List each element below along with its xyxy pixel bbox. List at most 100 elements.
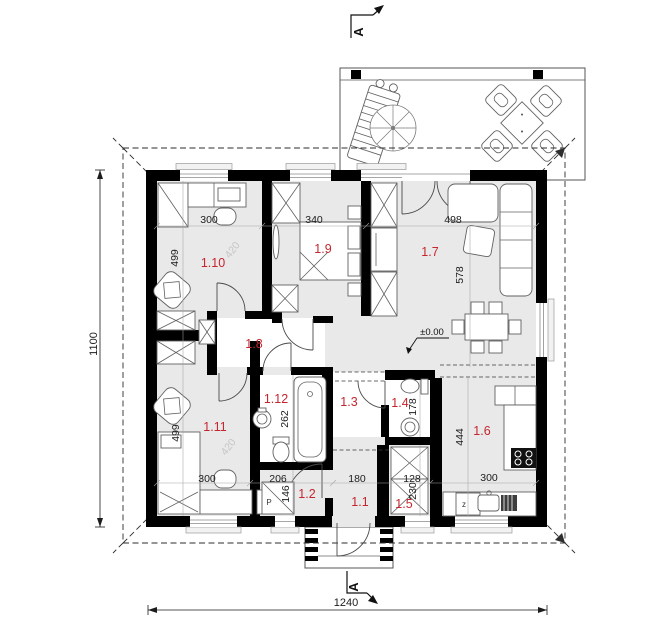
room-label-1-8: 1.8: [245, 337, 262, 351]
window-room-1-11: [185, 516, 242, 534]
room-1-12-fixtures: [252, 376, 327, 463]
room-label-1-9: 1.9: [314, 242, 331, 256]
nightstand-icon: [347, 205, 362, 220]
umbrella-icon: [369, 104, 417, 152]
dining-set-icon: [451, 301, 522, 354]
kitchen-cabinet-icon: [494, 385, 537, 406]
toilet-icon: [400, 378, 420, 394]
armchair-icon: [153, 271, 191, 309]
front-door-opening: [332, 516, 375, 557]
windows: [175, 163, 555, 557]
dim-206: 206: [269, 473, 287, 485]
room-label-1-3: 1.3: [340, 395, 357, 409]
room-1-9-furniture: [271, 182, 362, 313]
dim-444: 444: [454, 428, 466, 446]
room-label-1-7: 1.7: [421, 245, 438, 259]
room-label-1-6: 1.6: [473, 424, 490, 438]
pillow-icon: [347, 252, 361, 277]
wardrobe-icon: [271, 182, 301, 224]
roof-slope-arrow-top: [555, 148, 565, 158]
dimension-line-width: [147, 605, 548, 615]
section-marker-top: [350, 5, 384, 38]
window-room-1-2: [270, 516, 300, 534]
roof-slope-arrow-bottom: [555, 533, 565, 543]
dim-499-top: 499: [169, 249, 181, 267]
coffee-table-icon: [462, 224, 496, 258]
window-room-1-9: [285, 163, 336, 181]
room-1-11-furniture: [153, 340, 295, 515]
dim-498: 498: [444, 214, 462, 226]
terrace-post-right: [533, 70, 543, 79]
pillow-icon: [160, 434, 182, 449]
room-1-5-wardrobes: [390, 446, 429, 515]
toilet-tank-icon: [420, 378, 429, 395]
door-room-1-10: [216, 282, 246, 312]
door-room-1-12: [262, 342, 292, 372]
window-living-room: [536, 298, 555, 362]
wardrobe-icon: [370, 182, 398, 228]
tv-cabinet-icon: [370, 227, 398, 272]
dim-overall-width: 1240: [334, 597, 358, 609]
section-marker-bottom: [346, 571, 378, 604]
dining-table-icon: [464, 313, 509, 341]
dim-180: 180: [348, 473, 366, 485]
wardrobe-icon: [271, 284, 299, 313]
washing-machine-label: P: [266, 498, 271, 507]
sofa-chaise-icon: [447, 183, 499, 223]
dim-230: 230: [407, 482, 419, 500]
room-label-1-10: 1.10: [201, 256, 225, 270]
terrace-table-set: [481, 84, 563, 162]
dimension-lines: [95, 169, 548, 615]
room-label-1-4: 1.4: [391, 396, 408, 410]
interior-doors: [216, 282, 386, 499]
window-kitchen: [450, 516, 513, 534]
wardrobe-icon: [370, 271, 398, 317]
sink-icon: [477, 494, 500, 512]
toilet-icon: [272, 441, 290, 463]
elevation-marker: [406, 337, 449, 354]
entrance-porch: [304, 526, 394, 569]
section-label-top: A: [351, 27, 366, 37]
mirror-icon: [272, 224, 280, 260]
room-label-1-5: 1.5: [395, 497, 412, 511]
window-room-1-5: [400, 516, 435, 534]
elevation-label: ±0.00: [420, 327, 444, 338]
cooktop-icon: [511, 448, 536, 468]
dim-overall-height: 1100: [88, 332, 100, 356]
wardrobe-icon: [156, 340, 196, 365]
nightstand-icon: [347, 282, 362, 297]
dim-499-bottom: 499: [170, 424, 182, 442]
door-room-1-11: [218, 372, 248, 402]
dim-178: 178: [407, 398, 419, 416]
desk-icon: [199, 489, 253, 515]
drainer-icon: [501, 495, 517, 511]
porch-steps-right: [380, 529, 393, 561]
armchair-icon: [153, 387, 191, 425]
room-label-1-2: 1.2: [298, 487, 315, 501]
porch-steps-left: [305, 529, 318, 561]
dishwasher-label: z: [462, 500, 466, 509]
wardrobe-icon: [390, 446, 429, 480]
wall-exterior-top: [146, 170, 547, 181]
dim-146: 146: [280, 485, 292, 503]
terrace-post-left: [351, 70, 361, 79]
desk-chair-icon: [213, 207, 237, 226]
room-1-7-furniture: [370, 182, 533, 354]
bathtub-icon: [293, 376, 327, 463]
dimension-line-height: [95, 169, 105, 528]
wall-exterior-left: [146, 170, 157, 527]
window-fixed-terrace: [356, 163, 407, 181]
washbasin-icon: [252, 409, 272, 429]
wardrobe-icon: [156, 310, 196, 331]
door-room-1-9: [281, 318, 314, 351]
room-label-1-1: 1.1: [351, 495, 368, 509]
desk-icon: [187, 182, 247, 208]
window-room-1-10: [175, 163, 233, 181]
dim-300-kitchen: 300: [480, 472, 498, 484]
washbasin-icon: [400, 417, 420, 437]
furniture: [153, 182, 537, 517]
terrace-table-icon: [500, 101, 544, 145]
door-room-1-4: [357, 380, 386, 409]
